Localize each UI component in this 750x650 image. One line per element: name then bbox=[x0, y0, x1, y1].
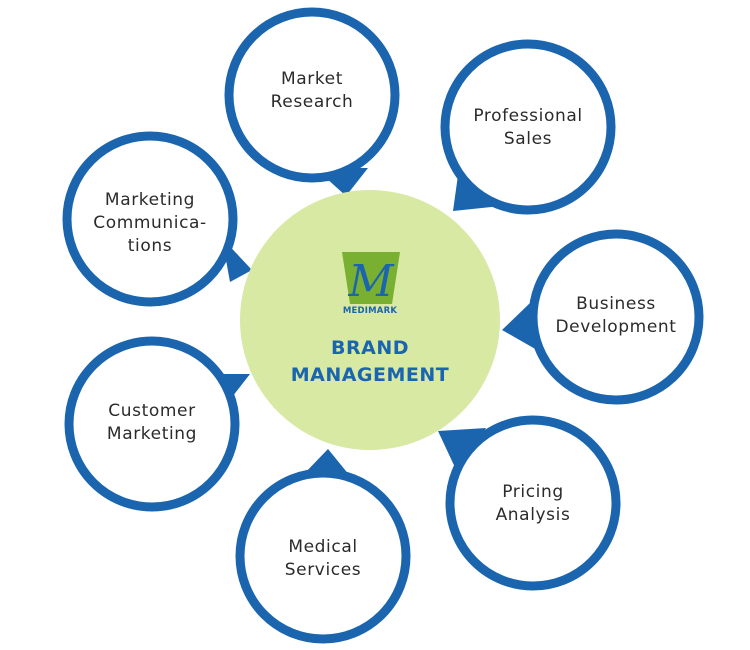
logo-badge-shape bbox=[342, 252, 400, 304]
node-circle bbox=[224, 7, 400, 183]
node-circle bbox=[440, 39, 616, 215]
node-circle bbox=[235, 468, 411, 644]
logo-wordmark: MEDIMARK bbox=[343, 306, 397, 316]
node-label-line: Sales bbox=[504, 129, 552, 149]
logo-letter: M bbox=[347, 256, 394, 307]
center-title-line-2: MANAGEMENT bbox=[291, 364, 450, 386]
node-circle bbox=[62, 131, 238, 307]
node-label-line: Services bbox=[285, 560, 362, 580]
node-label-line: Communica- bbox=[93, 213, 207, 233]
medimark-logo: M MEDIMARK bbox=[342, 252, 400, 316]
node-label-line: Analysis bbox=[496, 505, 571, 525]
node-label-line: Business bbox=[576, 294, 656, 314]
node-circle bbox=[445, 415, 621, 591]
center-hub: M MEDIMARK BRAND MANAGEMENT bbox=[240, 190, 500, 450]
node-marketing-communications: Marketing Communica- tions bbox=[62, 131, 238, 307]
center-title-line-1: BRAND bbox=[331, 337, 409, 359]
node-label-line: Marketing bbox=[107, 424, 197, 444]
node-label-line: Research bbox=[271, 92, 354, 112]
node-label-line: Professional bbox=[473, 106, 582, 126]
node-circle bbox=[528, 229, 704, 405]
node-market-research: Market Research bbox=[224, 7, 400, 183]
node-pricing-analysis: Pricing Analysis bbox=[445, 415, 621, 591]
pointer-business-development bbox=[502, 303, 537, 350]
node-business-development: Business Development bbox=[528, 229, 704, 405]
node-label-line: Development bbox=[555, 317, 676, 337]
node-medical-services: Medical Services bbox=[235, 468, 411, 644]
node-label-line: Marketing bbox=[105, 190, 195, 210]
center-circle bbox=[240, 190, 500, 450]
node-label-line: Pricing bbox=[502, 482, 564, 502]
node-label-line: Market bbox=[281, 69, 343, 89]
node-label-line: Medical bbox=[288, 537, 357, 557]
node-customer-marketing: Customer Marketing bbox=[64, 336, 240, 512]
node-circle bbox=[64, 336, 240, 512]
node-label-line: tions bbox=[128, 236, 172, 256]
node-label-line: Customer bbox=[108, 401, 195, 421]
node-professional-sales: Professional Sales bbox=[440, 39, 616, 215]
